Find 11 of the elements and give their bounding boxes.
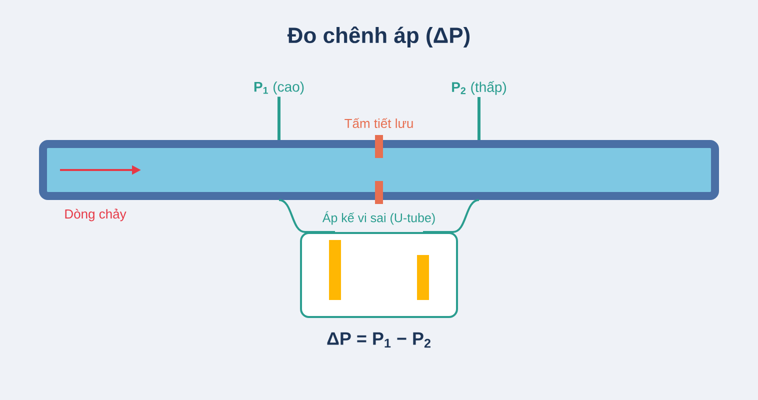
title: Đo chênh áp (ΔP) bbox=[287, 26, 470, 48]
plate-label: Tấm tiết lưu bbox=[344, 118, 413, 128]
pipe bbox=[39, 140, 719, 200]
pressure-label: P$_{2}$ (thấp) bbox=[452, 81, 506, 95]
flow-label: Dòng chảy bbox=[65, 208, 126, 222]
tube-line bbox=[423, 199, 480, 233]
tap-line bbox=[478, 97, 480, 140]
pressure-label: P$_{1}$ (cao) bbox=[254, 81, 304, 95]
tap-line bbox=[278, 96, 280, 140]
manometer-label: Áp kế vi sai (U-tube) bbox=[322, 211, 435, 225]
tube-line bbox=[278, 199, 335, 233]
